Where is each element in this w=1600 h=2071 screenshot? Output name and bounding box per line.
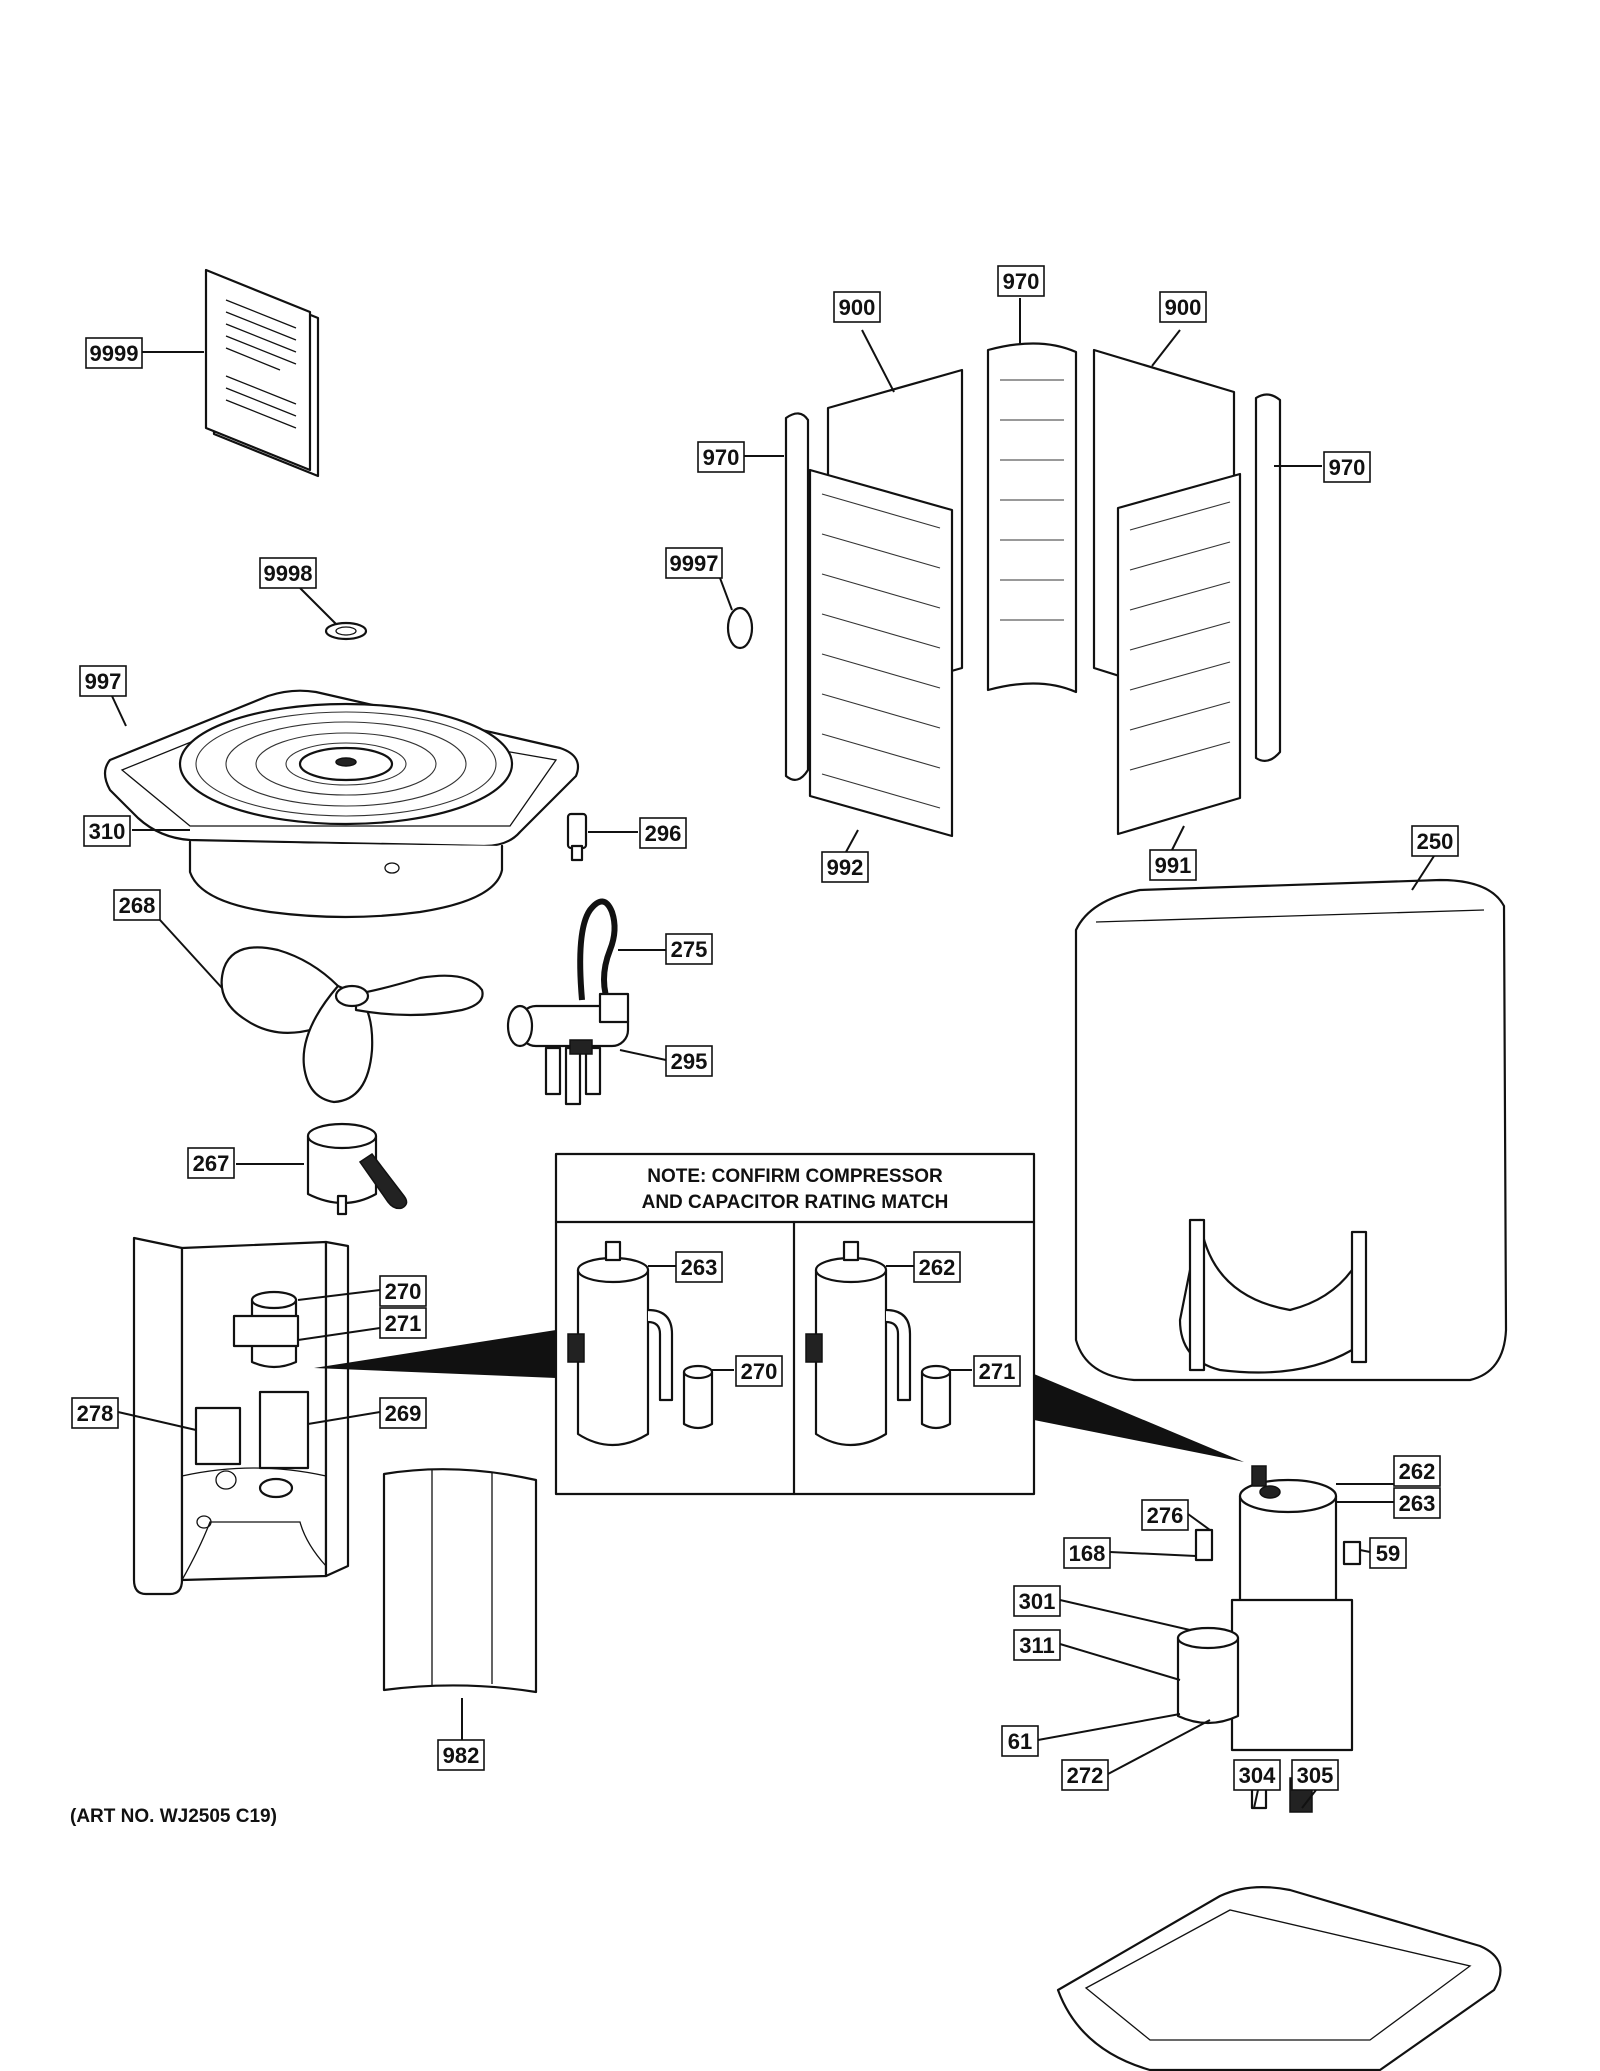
compressor-capacitor-note-box — [314, 1152, 1244, 1496]
condenser-coil — [1074, 878, 1508, 1382]
callout-301-text: 301 — [1019, 1589, 1056, 1614]
callout-267: 267 — [187, 1147, 235, 1179]
callout-9997-text: 9997 — [670, 551, 719, 576]
callout-304: 304 — [1233, 1759, 1281, 1791]
callout-276: 276 — [1141, 1499, 1189, 1531]
callout-900-right-text: 900 — [1165, 295, 1202, 320]
logo-badge — [324, 621, 368, 641]
callout-263: 263 — [1393, 1487, 1441, 1519]
callout-970-left: 970 — [697, 441, 745, 473]
callout-900-right: 900 — [1159, 291, 1207, 323]
callout-268: 268 — [113, 889, 161, 921]
callout-262: 262 — [1393, 1455, 1441, 1487]
zoom-wedge-right — [1034, 1374, 1244, 1462]
note-line-1: NOTE: CONFIRM COMPRESSOR — [647, 1166, 943, 1187]
callout-59-text: 59 — [1376, 1541, 1400, 1566]
callout-278-text: 278 — [77, 1401, 114, 1426]
fan-grille-top — [103, 689, 580, 848]
callout-992-text: 992 — [827, 855, 864, 880]
callout-270-note: 270 — [735, 1355, 783, 1387]
callout-305-text: 305 — [1297, 1763, 1334, 1788]
callout-262-note: 262 — [913, 1251, 961, 1283]
callout-301: 301 — [1013, 1585, 1061, 1617]
callout-271-note: 271 — [973, 1355, 1021, 1387]
callout-262-text: 262 — [1399, 1459, 1436, 1484]
callout-982: 982 — [437, 1739, 485, 1771]
callout-991-text: 991 — [1155, 853, 1192, 878]
callout-268-text: 268 — [119, 893, 156, 918]
callout-295: 295 — [665, 1045, 713, 1077]
callout-168: 168 — [1063, 1537, 1111, 1569]
callout-250-text: 250 — [1417, 829, 1454, 854]
callout-9998-text: 9998 — [264, 561, 313, 586]
callout-263-text: 263 — [1399, 1491, 1436, 1516]
callout-970-top: 970 — [997, 265, 1045, 297]
callout-263-note-text: 263 — [681, 1255, 718, 1280]
callout-271: 271 — [379, 1307, 427, 1339]
service-fitting — [566, 812, 588, 862]
callout-900-left-text: 900 — [839, 295, 876, 320]
callout-9997: 9997 — [665, 547, 723, 579]
callout-997-text: 997 — [85, 669, 122, 694]
callout-275-text: 275 — [671, 937, 708, 962]
callout-311-text: 311 — [1019, 1633, 1055, 1658]
callout-276-text: 276 — [1147, 1503, 1184, 1528]
callout-61: 61 — [1001, 1725, 1039, 1757]
fan-orifice-ring — [188, 840, 504, 919]
callout-992: 992 — [821, 851, 869, 883]
callout-310: 310 — [83, 815, 131, 847]
callout-304-text: 304 — [1239, 1763, 1276, 1788]
callout-305: 305 — [1291, 1759, 1339, 1791]
callout-labels: 9999 900 970 900 970 970 9997 9998 997 3… — [71, 265, 1459, 1791]
callout-970-top-text: 970 — [1003, 269, 1040, 294]
note-line-2: AND CAPACITOR RATING MATCH — [642, 1192, 949, 1213]
callout-970-right-text: 970 — [1329, 455, 1366, 480]
callout-311: 311 — [1013, 1629, 1061, 1661]
callout-267-text: 267 — [193, 1151, 230, 1176]
callout-270-text: 270 — [385, 1279, 422, 1304]
callout-262-note-text: 262 — [919, 1255, 956, 1280]
access-panel — [382, 1468, 538, 1694]
callout-9999: 9999 — [85, 337, 143, 369]
callout-270-note-text: 270 — [741, 1359, 778, 1384]
callout-271-text: 271 — [385, 1311, 422, 1336]
callout-310-text: 310 — [89, 819, 126, 844]
callout-168-text: 168 — [1069, 1541, 1106, 1566]
fan-motor — [306, 1122, 408, 1216]
callout-991: 991 — [1149, 849, 1197, 881]
manual-booklet — [204, 268, 320, 478]
callout-278: 278 — [71, 1397, 119, 1429]
side-panels-assembly — [726, 342, 1282, 838]
callout-263-note: 263 — [675, 1251, 723, 1283]
callout-997: 997 — [79, 665, 127, 697]
callout-270: 270 — [379, 1275, 427, 1307]
fan-blade — [220, 946, 484, 1104]
callout-9998: 9998 — [259, 557, 317, 589]
zoom-wedge-left — [314, 1330, 556, 1378]
callout-61-text: 61 — [1008, 1729, 1032, 1754]
callout-271-note-text: 271 — [979, 1359, 1016, 1384]
callout-275: 275 — [665, 933, 713, 965]
callout-296-text: 296 — [645, 821, 682, 846]
callout-269: 269 — [379, 1397, 427, 1429]
callout-295-text: 295 — [671, 1049, 708, 1074]
callout-296: 296 — [639, 817, 687, 849]
callout-970-right: 970 — [1323, 451, 1371, 483]
leader-lines — [111, 298, 1435, 1809]
callout-59: 59 — [1369, 1537, 1407, 1569]
callout-250: 250 — [1411, 825, 1459, 857]
art-number: (ART NO. WJ2505 C19) — [70, 1806, 277, 1827]
callout-982-text: 982 — [443, 1743, 480, 1768]
callout-272: 272 — [1061, 1759, 1109, 1791]
callout-272-text: 272 — [1067, 1763, 1104, 1788]
callout-970-left-text: 970 — [703, 445, 740, 470]
control-box-panel — [132, 1236, 350, 1596]
callout-9999-text: 9999 — [90, 341, 139, 366]
callout-269-text: 269 — [385, 1401, 422, 1426]
reversing-valve — [506, 898, 630, 1106]
callout-900-left: 900 — [833, 291, 881, 323]
